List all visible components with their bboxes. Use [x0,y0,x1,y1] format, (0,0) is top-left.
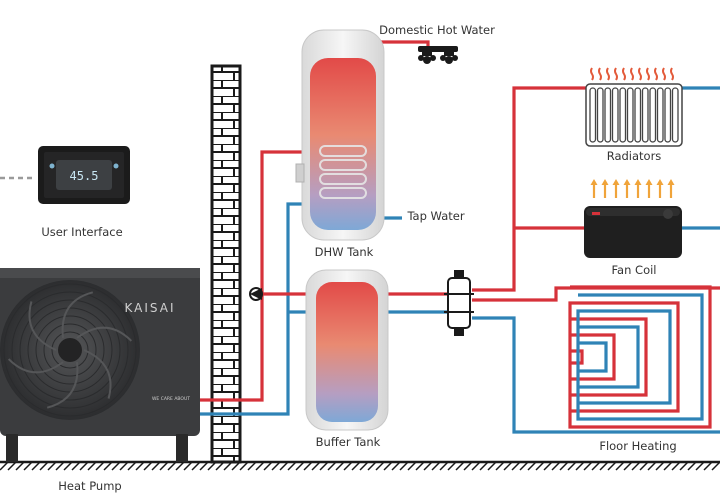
label-domestic-hot-water: Domestic Hot Water [379,23,495,37]
immersion-heater [295,163,305,183]
hot-pipe-radiators [472,86,586,292]
heat-pump-brand: KAISAI [125,301,176,315]
cold-return-pipe-dhw [200,202,306,416]
three-way-valve-icon [249,287,263,301]
radiator-unit [585,83,683,147]
fan-coil-unit [584,206,682,258]
dhw-tank [295,29,385,241]
hydraulic-manifold-icon [444,270,474,336]
cold-pipe-floor [472,316,720,434]
controller-temperature: 45.5 [70,169,99,183]
heat-pump-tagline: WE CARE ABOUT [152,396,190,402]
label-user-interface: User Interface [41,225,122,239]
label-buffer-tank: Buffer Tank [316,435,381,449]
user-interface-controller: 45.5 [38,146,130,204]
label-floor-heating: Floor Heating [599,439,676,453]
label-tap-water: Tap Water [406,209,464,223]
label-radiators: Radiators [607,149,662,163]
floor-heating-coil [568,285,712,429]
fan-coil-heat-arrows-icon [590,179,675,198]
ground [0,460,720,471]
shower-taps-icon [418,46,458,64]
hot-flow-pipe-dhw [200,150,306,402]
building-wall [210,64,242,464]
label-dhw-tank: DHW Tank [315,245,374,259]
label-heat-pump: Heat Pump [58,479,121,493]
buffer-tank [305,269,389,431]
radiator-heat-waves-icon [590,67,674,81]
label-fan-coil: Fan Coil [611,263,656,277]
heat-pump-unit: KAISAI WE CARE ABOUT [0,268,200,462]
